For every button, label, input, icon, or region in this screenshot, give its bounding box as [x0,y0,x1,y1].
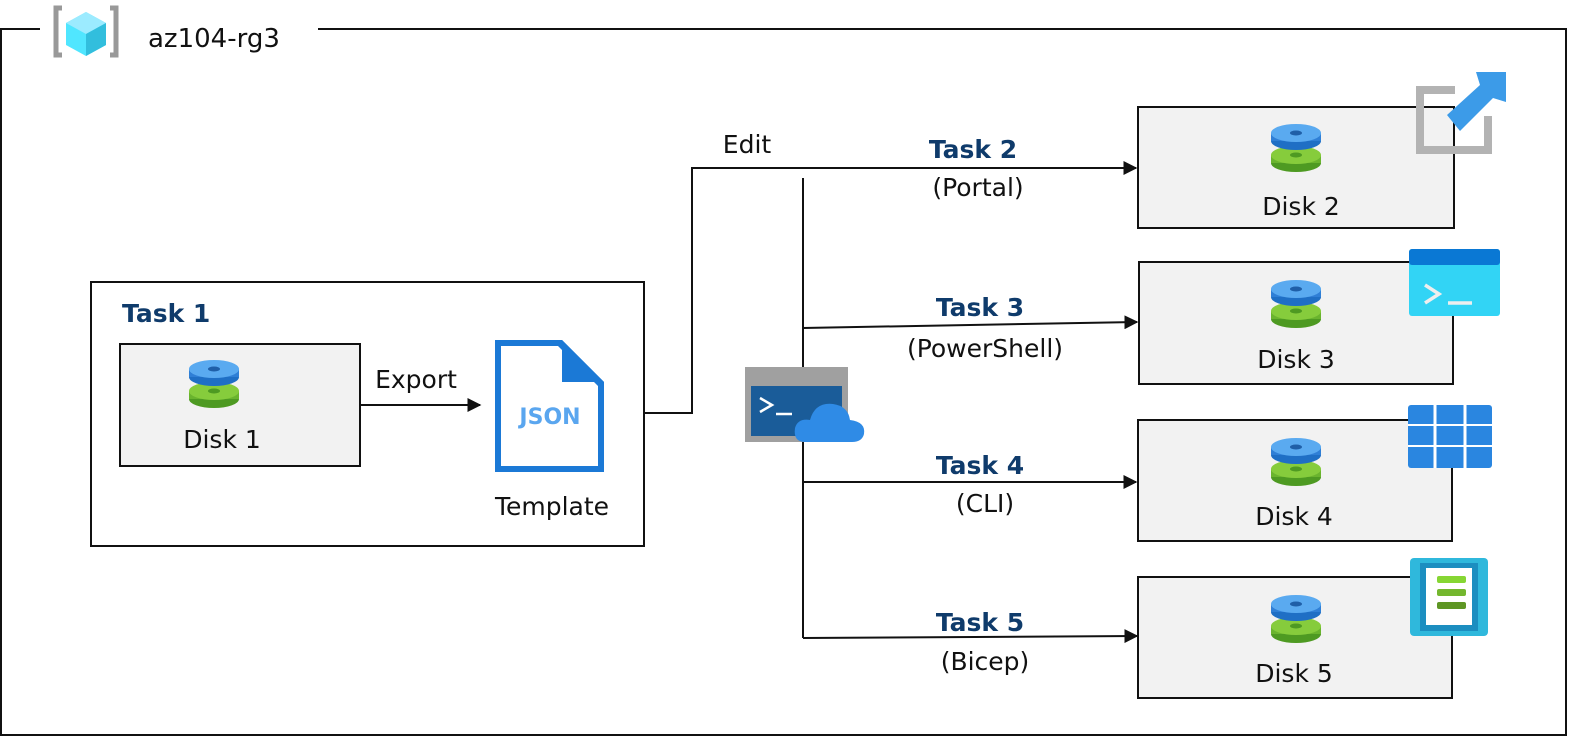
export-label: Export [375,365,457,394]
disk3-label: Disk 3 [1257,345,1335,374]
task5-label: Task 5 [936,608,1024,637]
bicep-file-icon [1410,558,1488,636]
template-label: Template [494,492,609,521]
task4-label: Task 4 [936,451,1024,480]
task4-tool: (CLI) [956,489,1014,518]
disk2-label: Disk 2 [1262,192,1340,221]
cli-grid-icon [1408,405,1492,468]
task3-label: Task 3 [936,293,1024,322]
resource-group-frame [0,28,1567,736]
disk4-label: Disk 4 [1255,502,1333,531]
json-template-icon: JSON [495,340,604,472]
task3-tool: (PowerShell) [907,334,1063,363]
resource-group-title: az104-rg3 [148,24,280,54]
task1-label: Task 1 [122,299,210,328]
task5-arrow [802,629,1139,644]
portal-external-link-icon [1416,72,1506,154]
disk1-label: Disk 1 [183,425,261,454]
edit-connector [644,161,1138,414]
task3-arrow [802,315,1139,330]
edit-label: Edit [723,130,772,159]
task2-label: Task 2 [929,135,1017,164]
task2-tool: (Portal) [932,173,1023,202]
task5-tool: (Bicep) [941,647,1030,676]
powershell-terminal-icon [1409,249,1500,316]
cloud-shell-icon [745,367,865,442]
svg-text:JSON: JSON [517,405,580,430]
resource-group-icon [53,5,119,58]
disk5-label: Disk 5 [1255,659,1333,688]
